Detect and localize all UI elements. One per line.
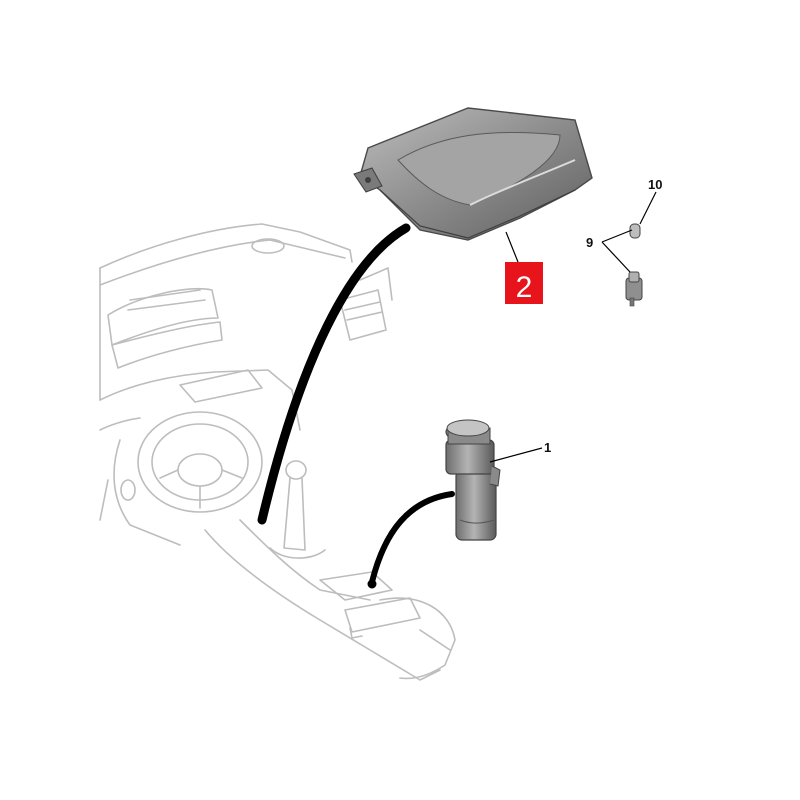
bulb-part: [629, 223, 641, 239]
power-socket-part: [445, 419, 501, 541]
storage-tray-part: [353, 107, 593, 241]
leader-lines: [257, 191, 657, 589]
bulb-holder-part: [625, 271, 643, 307]
callout-1-label: 1: [544, 440, 551, 455]
callout-9-label: 9: [586, 235, 593, 250]
callout-2-label: 2: [516, 271, 533, 304]
dashboard-line-art: [99, 223, 456, 681]
highlight-box: [505, 262, 543, 304]
callout-10-label: 10: [648, 177, 662, 192]
